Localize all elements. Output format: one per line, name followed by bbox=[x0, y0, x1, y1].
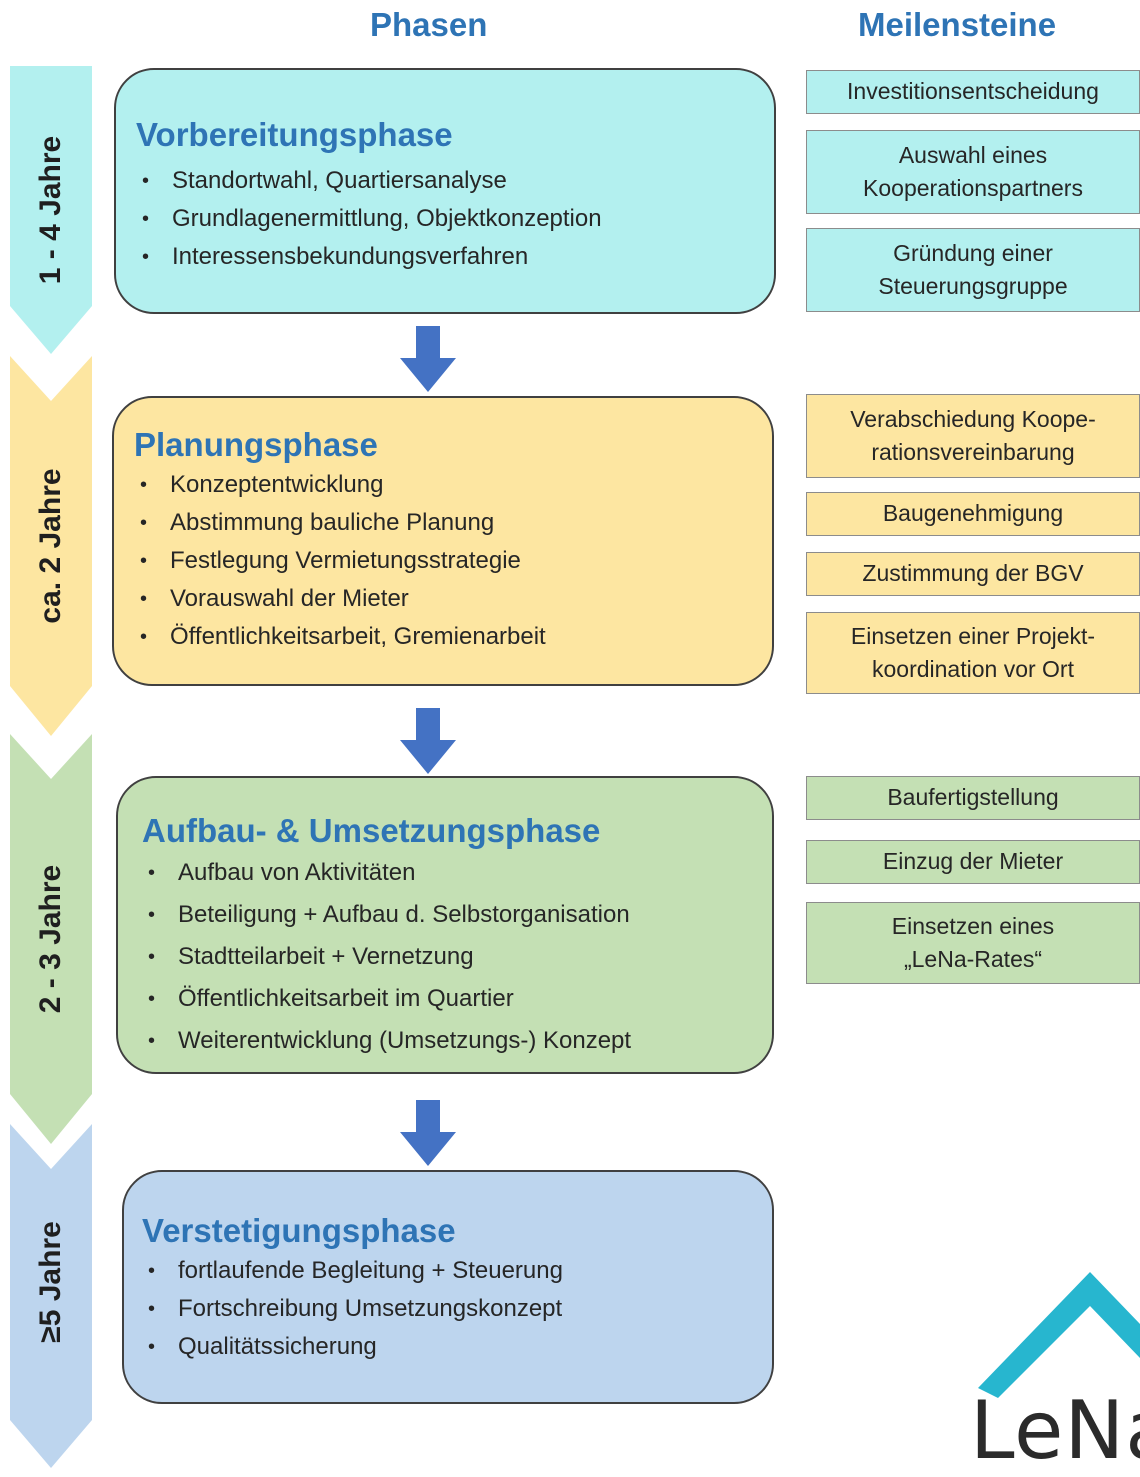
phase-title: Planungsphase bbox=[134, 426, 378, 463]
phase-item: Fortschreibung Umsetzungskonzept bbox=[142, 1290, 772, 1328]
milestone-box: Einzug der Mieter bbox=[806, 840, 1140, 884]
milestone-box: Investitionsentscheidung bbox=[806, 70, 1140, 114]
milestone-box: Auswahl eines Kooperationspartners bbox=[806, 130, 1140, 214]
phase-box-planning: Planungsphase Konzeptentwicklung Abstimm… bbox=[112, 396, 774, 686]
milestone-box: Einsetzen einer Projekt-koordination vor… bbox=[806, 612, 1140, 694]
logo-text: LeNa bbox=[970, 1384, 1140, 1477]
duration-label: ca. 2 Jahre bbox=[34, 468, 67, 624]
phase-item: Standortwahl, Quartiersanalyse bbox=[136, 162, 774, 200]
phase-item: Grundlagenermittlung, Objektkonzeption bbox=[136, 200, 774, 238]
duration-label: 2 - 3 Jahre bbox=[34, 864, 67, 1014]
phase-box-preparation: Vorbereitungsphase Standortwahl, Quartie… bbox=[114, 68, 776, 314]
lena-logo: LeNa bbox=[960, 1270, 1140, 1477]
duration-label: 1 - 4 Jahre bbox=[34, 135, 67, 285]
milestone-box: Verabschiedung Koope-rationsvereinbarung bbox=[806, 394, 1140, 478]
duration-label: ≥5 Jahre bbox=[34, 1221, 67, 1344]
phase-title: Verstetigungsphase bbox=[142, 1212, 456, 1249]
phase-item: fortlaufende Begleitung + Steuerung bbox=[142, 1252, 772, 1290]
phase-item: Öffentlichkeitsarbeit, Gremienarbeit bbox=[134, 618, 772, 656]
duration-chevron-2: ca. 2 Jahre bbox=[10, 356, 92, 736]
duration-chevron-4: ≥5 Jahre bbox=[10, 1124, 92, 1468]
phase-item: Aufbau von Aktivitäten bbox=[142, 852, 772, 894]
milestone-box: Einsetzen eines „LeNa-Rates“ bbox=[806, 902, 1140, 984]
phase-item: Weiterentwicklung (Umsetzungs-) Konzept bbox=[142, 1020, 772, 1062]
phase-item: Konzeptentwicklung bbox=[134, 466, 772, 504]
phase-item: Qualitätssicherung bbox=[142, 1328, 772, 1366]
milestone-box: Gründung einer Steuerungsgruppe bbox=[806, 228, 1140, 312]
phase-item: Abstimmung bauliche Planung bbox=[134, 504, 772, 542]
phase-item: Beteiligung + Aufbau d. Selbstorganisati… bbox=[142, 894, 772, 936]
down-arrow-icon bbox=[400, 326, 456, 392]
milestones-header: Meilensteine bbox=[858, 6, 1057, 43]
phase-title: Aufbau- & Umsetzungsphase bbox=[142, 812, 601, 849]
phase-item: Öffentlichkeitsarbeit im Quartier bbox=[142, 978, 772, 1020]
milestone-box: Baufertigstellung bbox=[806, 776, 1140, 820]
phase-box-implementation: Aufbau- & Umsetzungsphase Aufbau von Akt… bbox=[116, 776, 774, 1074]
milestone-box: Baugenehmigung bbox=[806, 492, 1140, 536]
duration-chevron-1: 1 - 4 Jahre bbox=[10, 66, 92, 354]
phase-box-consolidation: Verstetigungsphase fortlaufende Begleitu… bbox=[122, 1170, 774, 1404]
down-arrow-icon bbox=[400, 1100, 456, 1166]
phase-item: Festlegung Vermietungsstrategie bbox=[134, 542, 772, 580]
duration-chevron-3: 2 - 3 Jahre bbox=[10, 734, 92, 1144]
down-arrow-icon bbox=[400, 708, 456, 774]
phase-item: Interessensbekundungsverfahren bbox=[136, 238, 774, 276]
phase-item: Vorauswahl der Mieter bbox=[134, 580, 772, 618]
phases-header: Phasen bbox=[370, 6, 488, 43]
phase-item: Stadtteilarbeit + Vernetzung bbox=[142, 936, 772, 978]
milestone-box: Zustimmung der BGV bbox=[806, 552, 1140, 596]
phase-title: Vorbereitungsphase bbox=[136, 116, 453, 153]
